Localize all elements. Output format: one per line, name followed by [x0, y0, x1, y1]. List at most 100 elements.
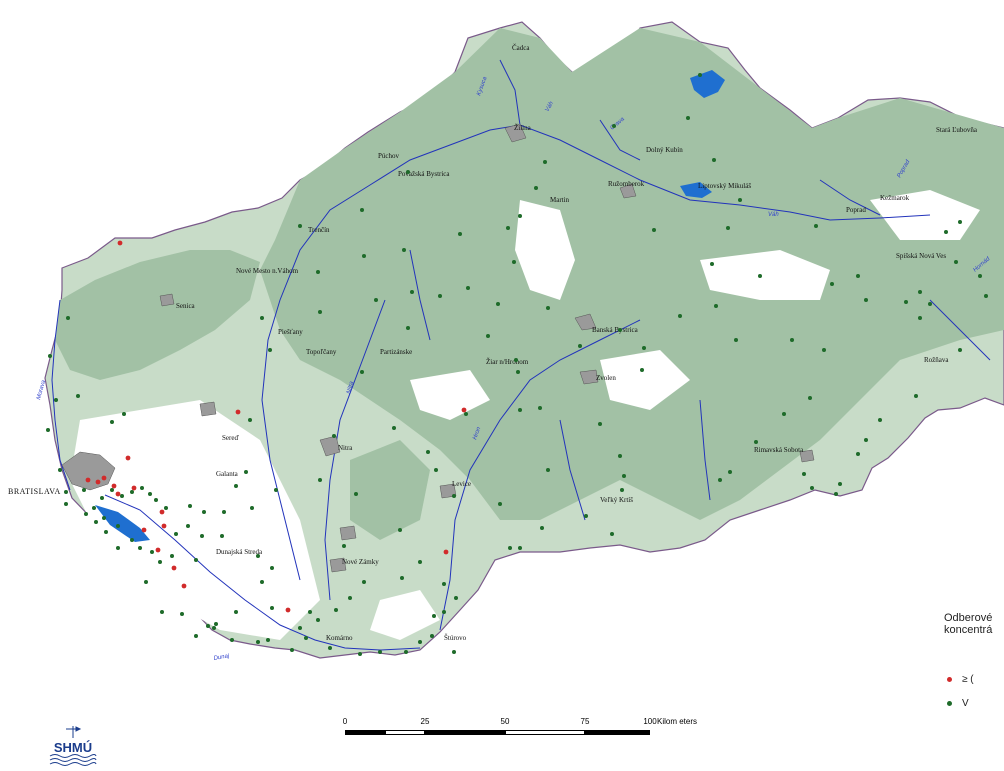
- sampling-point-high: [181, 583, 187, 589]
- sampling-point-ok: [318, 478, 322, 482]
- sampling-point-ok: [164, 506, 168, 510]
- sampling-point-ok: [442, 582, 446, 586]
- sampling-point-ok: [148, 492, 152, 496]
- sampling-point-ok: [514, 358, 518, 362]
- sampling-point-high: [95, 479, 101, 485]
- sampling-point-high: [161, 523, 167, 529]
- sampling-point-ok: [332, 434, 336, 438]
- logo-text: SHMÚ: [54, 740, 92, 755]
- sampling-points-ok: [46, 73, 988, 656]
- legend: Odberové koncentrá ≥ ( V: [944, 612, 1004, 742]
- city-label: Nitra: [338, 444, 353, 452]
- city-label: Ružomberok: [608, 180, 645, 188]
- sampling-point-ok: [194, 634, 198, 638]
- sampling-point-ok: [274, 488, 278, 492]
- sampling-point-ok: [642, 346, 646, 350]
- sampling-point-ok: [978, 274, 982, 278]
- sampling-point-ok: [506, 226, 510, 230]
- sampling-point-ok: [540, 526, 544, 530]
- city-label: Nové Mesto n.Váhom: [236, 267, 299, 275]
- city-label: Trenčín: [308, 226, 330, 234]
- sampling-point-high: [125, 455, 131, 461]
- sampling-point-high: [141, 527, 147, 533]
- sampling-point-ok: [110, 488, 114, 492]
- sampling-point-ok: [856, 274, 860, 278]
- sampling-point-ok: [432, 614, 436, 618]
- sampling-point-ok: [402, 248, 406, 252]
- green-dot-icon: [947, 701, 952, 706]
- sampling-point-ok: [543, 160, 547, 164]
- sampling-point-ok: [260, 580, 264, 584]
- sampling-point-ok: [170, 554, 174, 558]
- sampling-point-ok: [918, 290, 922, 294]
- river-label: Nitra: [346, 380, 355, 394]
- sampling-point-ok: [116, 546, 120, 550]
- sampling-point-ok: [466, 286, 470, 290]
- sampling-point-ok: [434, 468, 438, 472]
- city-label: Levice: [452, 480, 471, 488]
- sampling-point-ok: [864, 438, 868, 442]
- sampling-point-ok: [76, 394, 80, 398]
- sampling-point-ok: [758, 274, 762, 278]
- river-label: Váh: [768, 212, 779, 218]
- sampling-point-ok: [864, 298, 868, 302]
- sampling-point-high: [155, 547, 161, 553]
- city-label: Kežmarok: [880, 194, 910, 202]
- sampling-point-ok: [426, 450, 430, 454]
- sampling-point-ok: [678, 314, 682, 318]
- sampling-point-ok: [612, 124, 616, 128]
- city-label: Topoľčany: [306, 348, 337, 356]
- scale-segment: [345, 730, 385, 735]
- sampling-point-ok: [158, 560, 162, 564]
- sampling-point-ok: [54, 398, 58, 402]
- sampling-point-ok: [856, 452, 860, 456]
- legend-title-line2: koncentrá: [944, 624, 993, 636]
- city-label: Žilina: [514, 124, 532, 132]
- scale-tick: 50: [500, 717, 510, 726]
- sampling-point-ok: [46, 428, 50, 432]
- city-label: Púchov: [378, 152, 400, 160]
- sampling-point-ok: [406, 326, 410, 330]
- sampling-point-ok: [150, 550, 154, 554]
- sampling-point-ok: [498, 502, 502, 506]
- sampling-point-high: [285, 607, 291, 613]
- sampling-point-ok: [304, 636, 308, 640]
- sampling-point-ok: [958, 220, 962, 224]
- sampling-point-ok: [878, 418, 882, 422]
- sampling-point-ok: [362, 254, 366, 258]
- legend-item-label: ≥ (: [962, 674, 974, 685]
- sampling-point-high: [235, 409, 241, 415]
- city-label: Poprad: [846, 206, 866, 214]
- sampling-point-ok: [754, 440, 758, 444]
- scale-segment: [505, 730, 585, 735]
- sampling-point-ok: [138, 546, 142, 550]
- scale-tick: 100: [643, 717, 657, 726]
- sampling-point-ok: [362, 580, 366, 584]
- sampling-point-ok: [316, 618, 320, 622]
- city-label: Sereď: [222, 434, 239, 442]
- sampling-point-ok: [120, 494, 124, 498]
- city-label: Veľký Krtíš: [600, 496, 633, 504]
- sampling-point-ok: [354, 492, 358, 496]
- sampling-point-ok: [130, 490, 134, 494]
- sampling-point-ok: [398, 528, 402, 532]
- sampling-point-ok: [712, 158, 716, 162]
- sampling-point-ok: [212, 626, 216, 630]
- sampling-point-ok: [102, 516, 106, 520]
- sampling-point-ok: [256, 640, 260, 644]
- sampling-point-ok: [58, 468, 62, 472]
- city-label: Piešťany: [278, 328, 303, 336]
- sampling-point-ok: [270, 566, 274, 570]
- sampling-point-ok: [256, 554, 260, 558]
- sampling-point-ok: [214, 622, 218, 626]
- sampling-point-ok: [318, 310, 322, 314]
- sampling-point-ok: [546, 468, 550, 472]
- sampling-point-ok: [984, 294, 988, 298]
- sampling-point-ok: [82, 488, 86, 492]
- sampling-point-ok: [838, 482, 842, 486]
- city-label: Štúrovo: [444, 634, 467, 642]
- wave-icon: [49, 754, 97, 766]
- red-dot-icon: [947, 677, 952, 682]
- sampling-point-ok: [738, 198, 742, 202]
